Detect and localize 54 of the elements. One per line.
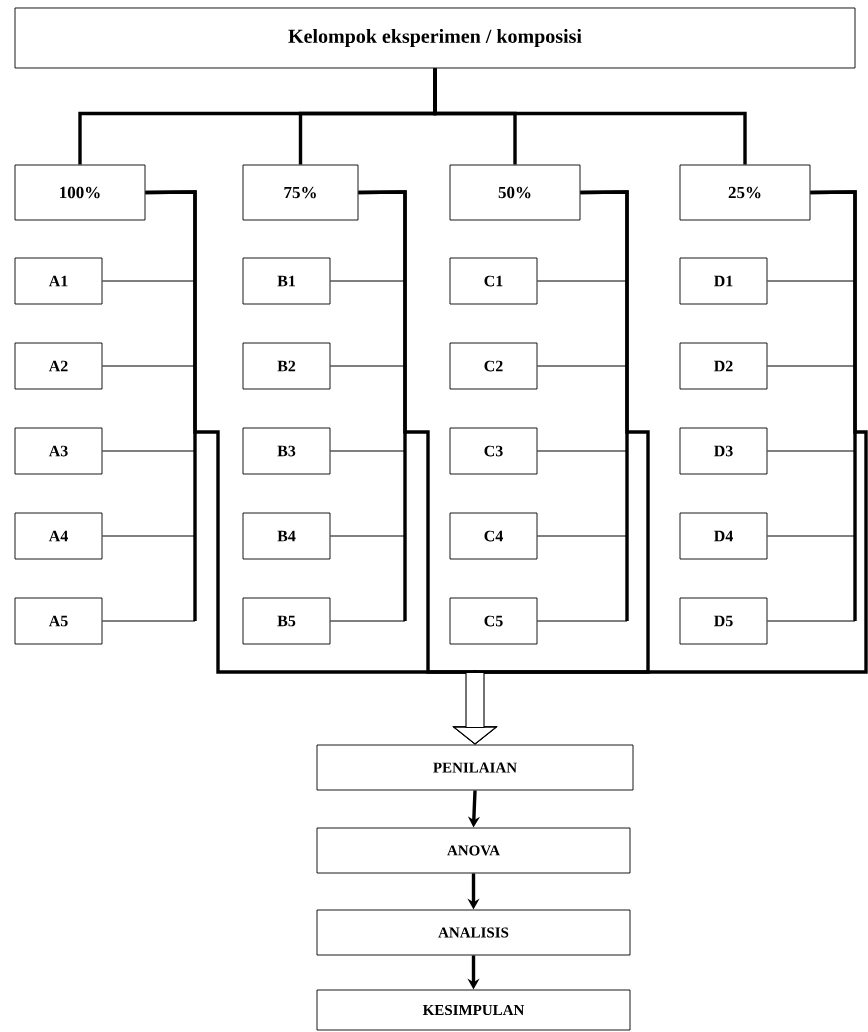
group-box: 100% [14, 164, 146, 221]
connector-line [329, 280, 406, 282]
connector-line [536, 365, 628, 367]
group-box: 25% [679, 164, 811, 221]
sample-box: B1 [242, 257, 331, 305]
process-box: ANALISIS [316, 909, 631, 956]
sample-box: A3 [14, 427, 103, 475]
connector-line [766, 450, 856, 452]
connector-line [101, 535, 196, 537]
connector-line [329, 620, 406, 622]
sample-box: C4 [449, 512, 538, 560]
sample-box: D3 [679, 427, 768, 475]
process-box: ANOVA [316, 827, 631, 874]
connector-line [101, 450, 196, 452]
sample-box: B4 [242, 512, 331, 560]
sample-box: D4 [679, 512, 768, 560]
sample-box: A5 [14, 597, 103, 645]
group-box: 50% [449, 164, 581, 221]
connector-line [766, 620, 856, 622]
connector-line [536, 450, 628, 452]
bus-line [810, 190, 857, 621]
sample-box: A4 [14, 512, 103, 560]
connector-line [101, 620, 196, 622]
sample-box: D2 [679, 342, 768, 390]
connector-line [536, 535, 628, 537]
sample-box: C2 [449, 342, 538, 390]
title-box: Kelompok eksperimen / komposisi [14, 7, 856, 69]
process-box: KESIMPULAN [316, 989, 631, 1031]
connector-line [433, 68, 747, 165]
sample-box: B5 [242, 597, 331, 645]
sample-box: B2 [242, 342, 331, 390]
connector-line [536, 280, 628, 282]
sample-box: C1 [449, 257, 538, 305]
group-box: 75% [242, 164, 359, 221]
connector-line [101, 365, 196, 367]
connector-line [329, 450, 406, 452]
bus-line [580, 190, 629, 621]
sample-box: A1 [14, 257, 103, 305]
connector-line [329, 365, 406, 367]
connector-line [766, 280, 856, 282]
connector-line [766, 365, 856, 367]
bus-line [145, 190, 197, 621]
connector-line [329, 535, 406, 537]
sample-box: C3 [449, 427, 538, 475]
connector-line [101, 280, 196, 282]
connector-line [766, 535, 856, 537]
sample-box: D5 [679, 597, 768, 645]
sample-box: C5 [449, 597, 538, 645]
sample-box: A2 [14, 342, 103, 390]
sample-box: D1 [679, 257, 768, 305]
hollow-shaft [465, 672, 485, 729]
connector-line [536, 620, 628, 622]
bus-line [358, 190, 407, 621]
sample-box: B3 [242, 427, 331, 475]
